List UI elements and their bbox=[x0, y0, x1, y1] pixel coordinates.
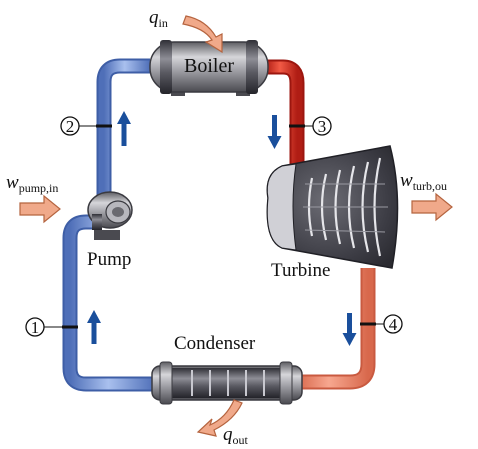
w-turb-out-arrow bbox=[412, 194, 452, 220]
boiler-label: Boiler bbox=[184, 55, 234, 77]
state-number-4: 4 bbox=[389, 315, 398, 334]
q-in-label: qin bbox=[149, 7, 168, 30]
w-pump-in-label: wpump,in bbox=[6, 172, 58, 195]
flow-arrow-down-icon bbox=[343, 313, 357, 346]
turbine-label: Turbine bbox=[271, 260, 330, 281]
pump-label: Pump bbox=[87, 249, 131, 270]
w-pump-in-arrow bbox=[20, 196, 60, 222]
condenser-label: Condenser bbox=[174, 333, 256, 354]
pipe-turbine-to-condenser bbox=[297, 268, 368, 382]
flow-arrow-down-icon bbox=[268, 115, 282, 149]
q-out-arrow bbox=[198, 400, 242, 436]
turbine bbox=[267, 146, 397, 268]
state-number-1: 1 bbox=[31, 318, 40, 337]
state-number-2: 2 bbox=[66, 117, 75, 136]
pump bbox=[88, 192, 132, 240]
condenser bbox=[152, 362, 302, 404]
pipe-condenser-to-pump bbox=[70, 222, 155, 384]
w-turb-out-label: wturb,ou bbox=[400, 170, 447, 193]
boiler: Boiler bbox=[150, 40, 268, 96]
flow-arrow-up-icon bbox=[87, 310, 101, 344]
state-number-3: 3 bbox=[318, 117, 327, 136]
flow-arrow-up-icon bbox=[117, 111, 131, 146]
q-out-label: qout bbox=[223, 424, 249, 447]
pipe-pump-to-boiler bbox=[104, 66, 150, 205]
